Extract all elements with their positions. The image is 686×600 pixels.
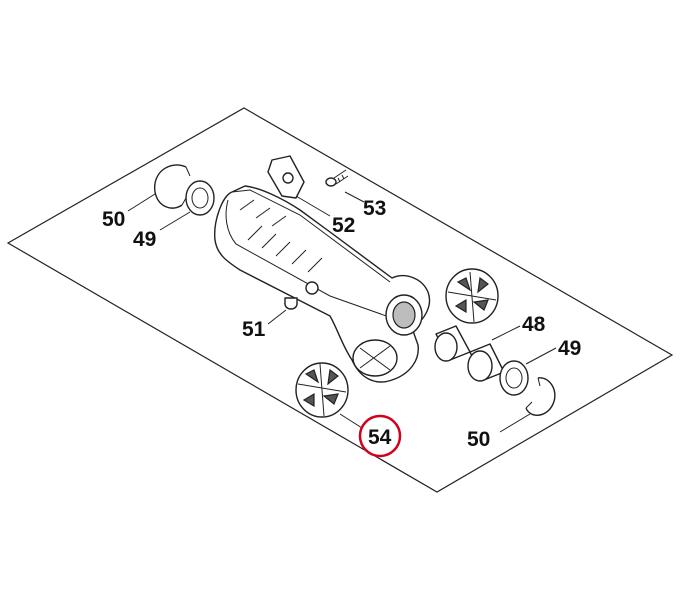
diagram-frame	[6, 107, 674, 493]
callout-54-highlight-ring	[358, 414, 402, 458]
callout-49-left: 49	[133, 228, 156, 251]
callout-50-left: 50	[102, 208, 125, 231]
washer-49-right[interactable]	[499, 360, 529, 396]
plug-51[interactable]	[284, 297, 298, 310]
leader-51	[267, 309, 287, 325]
callout-53: 53	[363, 197, 386, 220]
leader-49-left	[159, 211, 191, 231]
callout-48: 48	[522, 313, 546, 336]
leader-49-right	[525, 347, 557, 365]
leader-53	[344, 191, 365, 203]
bushing-48[interactable]	[434, 325, 505, 382]
retaining-ring-50-right[interactable]	[525, 377, 556, 416]
callout-54: 54	[368, 426, 392, 449]
callout-50-right: 50	[467, 428, 490, 451]
gear-right-upper[interactable]	[445, 268, 499, 324]
leader-50-left	[127, 193, 156, 212]
gear-54[interactable]	[295, 362, 349, 418]
leader-50-right	[499, 413, 531, 433]
callout-52: 52	[332, 214, 355, 237]
retaining-ring-50-left[interactable]	[154, 164, 191, 209]
leader-48	[491, 325, 521, 341]
leader-54	[339, 413, 363, 429]
washer-49-left[interactable]	[185, 180, 215, 216]
leader-52	[295, 195, 331, 217]
gear-housing-arm[interactable]	[214, 155, 431, 383]
callout-49-right: 49	[558, 337, 581, 360]
screw-53[interactable]	[325, 169, 349, 187]
callout-51: 51	[242, 318, 266, 341]
